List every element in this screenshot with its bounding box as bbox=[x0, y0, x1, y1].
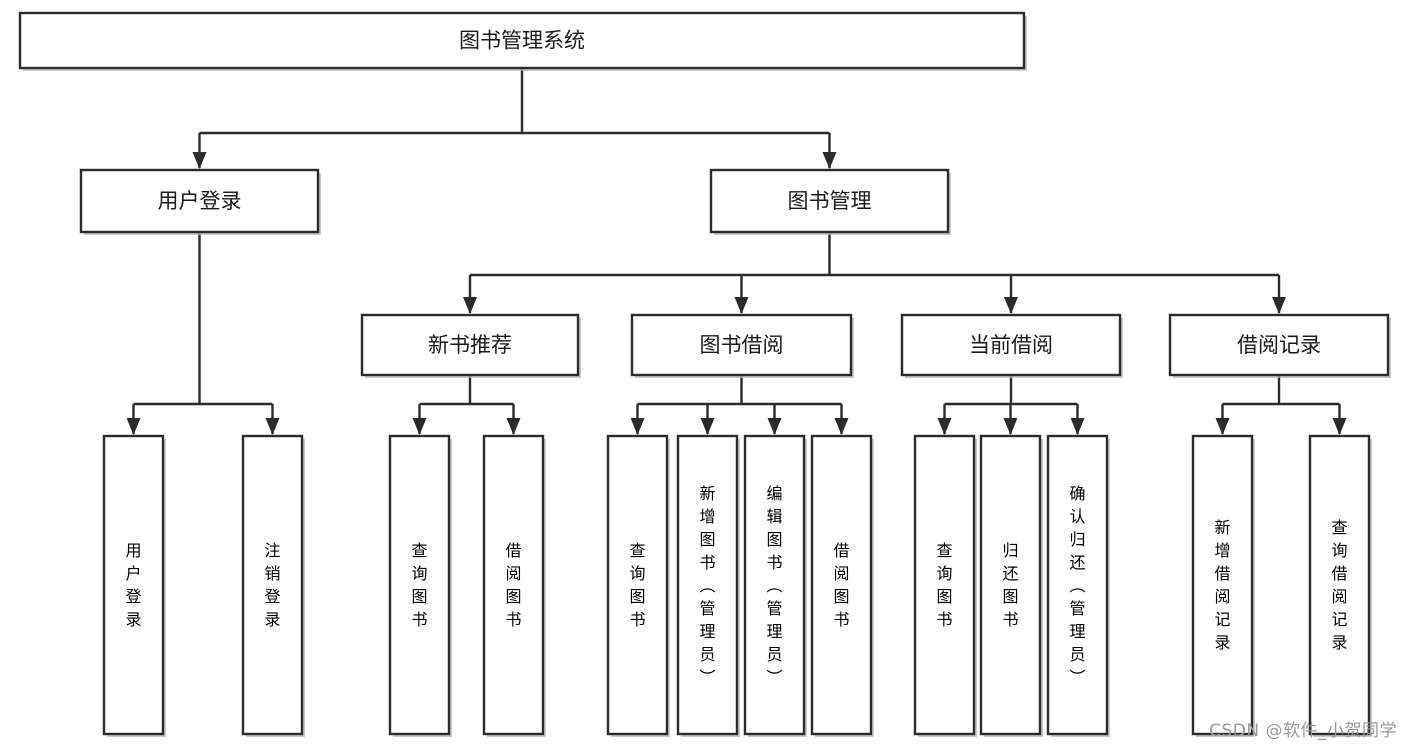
node-leaf-3-0[interactable] bbox=[913, 434, 976, 736]
node-level2-1[interactable] bbox=[709, 168, 950, 234]
node-leaf-1-1[interactable] bbox=[482, 434, 545, 736]
node-leaf-2-2[interactable] bbox=[743, 434, 806, 736]
arrow-head-icon bbox=[1003, 418, 1018, 435]
arrow-head-icon bbox=[1070, 418, 1085, 435]
node-level3-0[interactable] bbox=[360, 313, 580, 377]
node-label-root: 图书管理系统 bbox=[459, 29, 585, 53]
node-level3-1[interactable] bbox=[630, 313, 853, 377]
node-level3-3[interactable] bbox=[1168, 313, 1390, 377]
node-label-level3-1: 图书借阅 bbox=[700, 333, 784, 357]
arrow-head-icon bbox=[937, 418, 952, 435]
arrow-head-icon bbox=[822, 152, 837, 169]
arrow-head-icon bbox=[412, 418, 427, 435]
arrow-head-icon bbox=[630, 418, 645, 435]
node-leaf-0-1[interactable] bbox=[241, 434, 304, 736]
node-label-level2-0: 用户登录 bbox=[158, 189, 242, 213]
node-label-level3-2: 当前借阅 bbox=[969, 333, 1053, 357]
arrow-head-icon bbox=[463, 297, 477, 314]
watermark: CSDN @软件_小贺同学 bbox=[1209, 721, 1397, 741]
arrow-head-icon bbox=[734, 297, 749, 314]
node-leaf-3-2[interactable] bbox=[1046, 434, 1109, 736]
arrow-head-icon bbox=[506, 418, 521, 435]
node-leaf-2-3[interactable] bbox=[810, 434, 873, 736]
node-leaf-3-1[interactable] bbox=[979, 434, 1042, 736]
node-label-level3-0: 新书推荐 bbox=[428, 333, 512, 357]
node-label-level2-1: 图书管理 bbox=[788, 189, 872, 213]
node-root-book-management-system[interactable] bbox=[18, 11, 1026, 70]
arrow-head-icon bbox=[1004, 297, 1018, 314]
node-leaf-4-1[interactable] bbox=[1308, 434, 1371, 736]
arrow-head-icon bbox=[767, 418, 782, 435]
arrow-head-icon bbox=[1215, 418, 1230, 435]
arrow-head-icon bbox=[192, 152, 207, 169]
node-leaf-2-0[interactable] bbox=[606, 434, 669, 736]
connector-layer bbox=[126, 68, 1347, 435]
arrow-head-icon bbox=[1272, 297, 1286, 314]
node-level2-0[interactable] bbox=[79, 168, 320, 234]
arrow-head-icon bbox=[834, 418, 849, 435]
node-leaf-1-0[interactable] bbox=[388, 434, 451, 736]
arrow-head-icon bbox=[1332, 418, 1347, 435]
node-leaf-4-0[interactable] bbox=[1191, 434, 1254, 736]
node-level3-2[interactable] bbox=[900, 313, 1122, 377]
arrow-head-icon bbox=[700, 418, 715, 435]
node-label-level3-3: 借阅记录 bbox=[1237, 333, 1321, 357]
node-leaf-0-0[interactable] bbox=[102, 434, 165, 736]
node-leaf-2-1[interactable] bbox=[676, 434, 739, 736]
arrow-head-icon bbox=[126, 418, 141, 435]
arrow-head-icon bbox=[265, 418, 280, 435]
